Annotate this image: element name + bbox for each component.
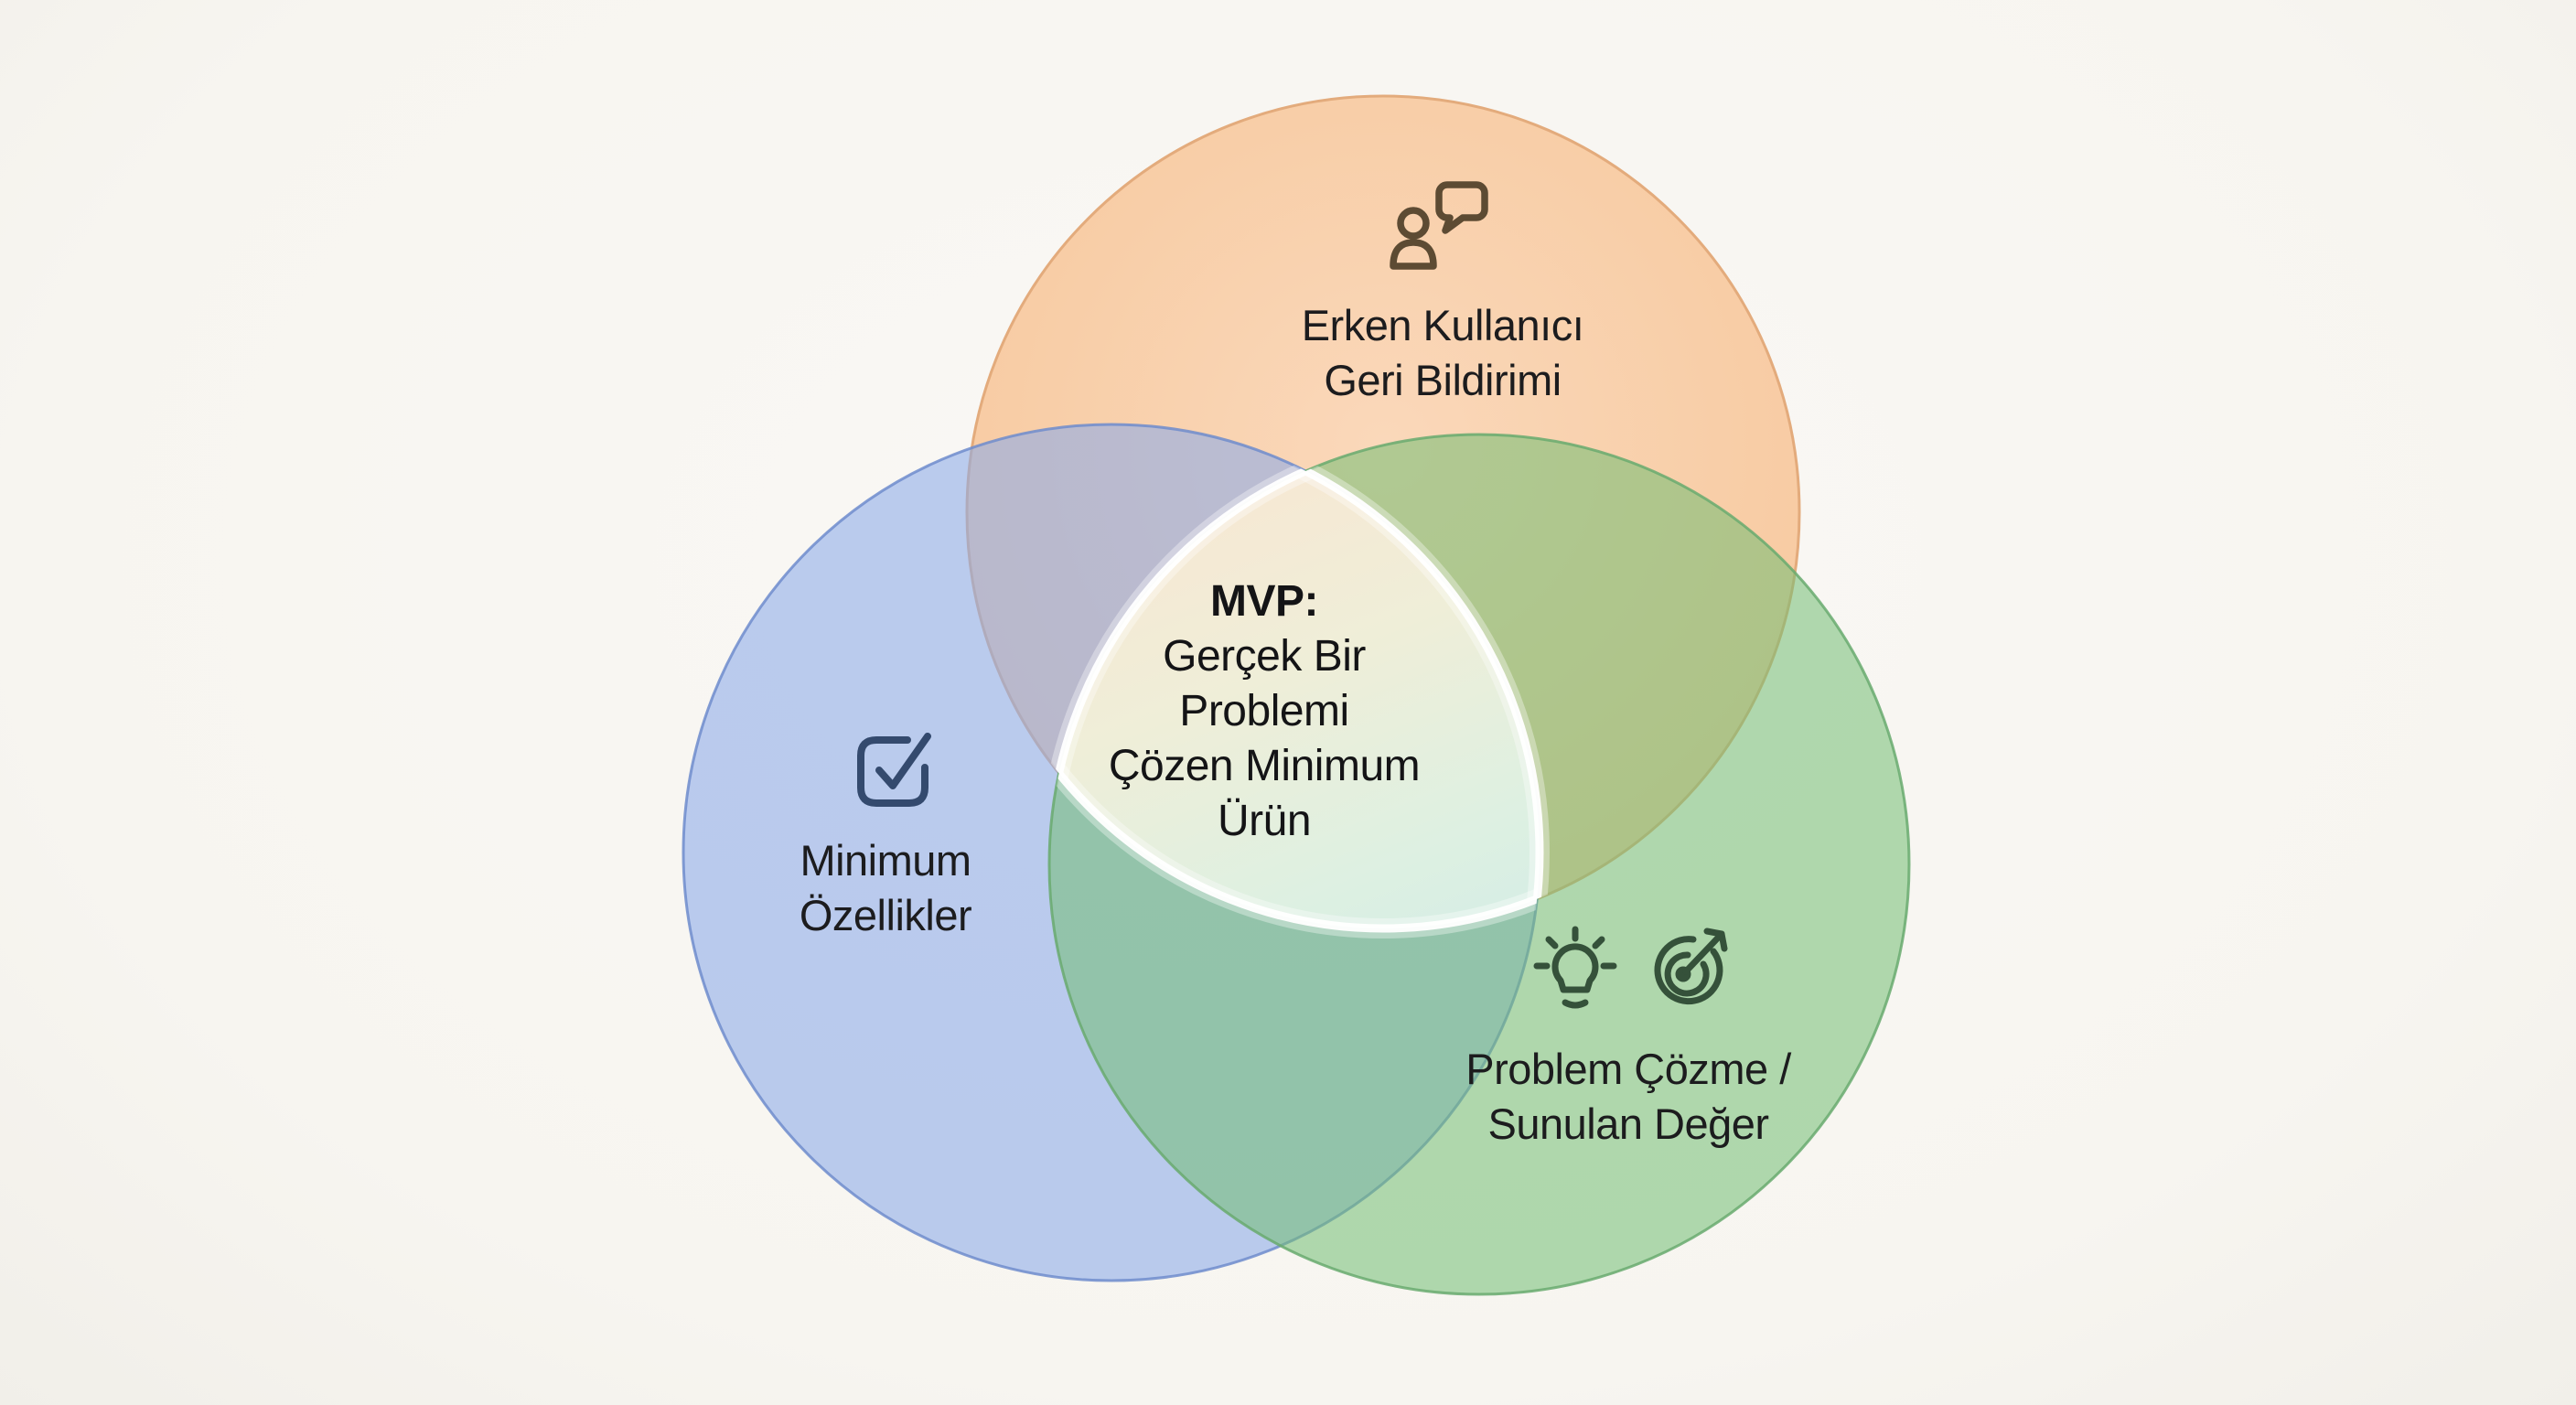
center-label-line1: Gerçek Bir bbox=[1163, 632, 1366, 681]
label-early-user-feedback: Erken Kullanıcı Geri Bildirimi bbox=[1168, 298, 1717, 408]
person-chat-icon bbox=[1390, 181, 1488, 270]
label-minimum-features: Minimum Özellikler bbox=[611, 833, 1160, 943]
center-label-title: MVP: bbox=[1210, 577, 1319, 626]
label-minimum-features-line2: Özellikler bbox=[799, 891, 972, 939]
label-early-user-feedback-line2: Geri Bildirimi bbox=[1324, 356, 1562, 404]
label-problem-solving-value-line2: Sunulan Değer bbox=[1487, 1099, 1769, 1148]
center-label-line2: Problemi bbox=[1179, 687, 1349, 735]
center-overlap-region bbox=[1049, 434, 1540, 928]
center-label: MVP: Gerçek Bir Problemi Çözen Minimum Ü… bbox=[990, 574, 1539, 849]
center-arc-blue bbox=[1049, 434, 1544, 928]
label-problem-solving-value-line1: Problem Çözme / bbox=[1465, 1045, 1791, 1093]
label-problem-solving-value: Problem Çözme / Sunulan Değer bbox=[1354, 1042, 1903, 1152]
label-early-user-feedback-line1: Erken Kullanıcı bbox=[1301, 301, 1584, 349]
checkbox-icon bbox=[857, 733, 931, 807]
problem-solving-icons bbox=[1533, 920, 1734, 1012]
lightbulb-icon bbox=[1533, 926, 1617, 1009]
target-icon bbox=[1654, 928, 1728, 1005]
center-arc-orange bbox=[1049, 434, 1540, 933]
center-label-line3: Çözen Minimum bbox=[1108, 742, 1421, 790]
center-label-line4: Ürün bbox=[1217, 797, 1312, 845]
label-minimum-features-line1: Minimum bbox=[800, 836, 971, 885]
